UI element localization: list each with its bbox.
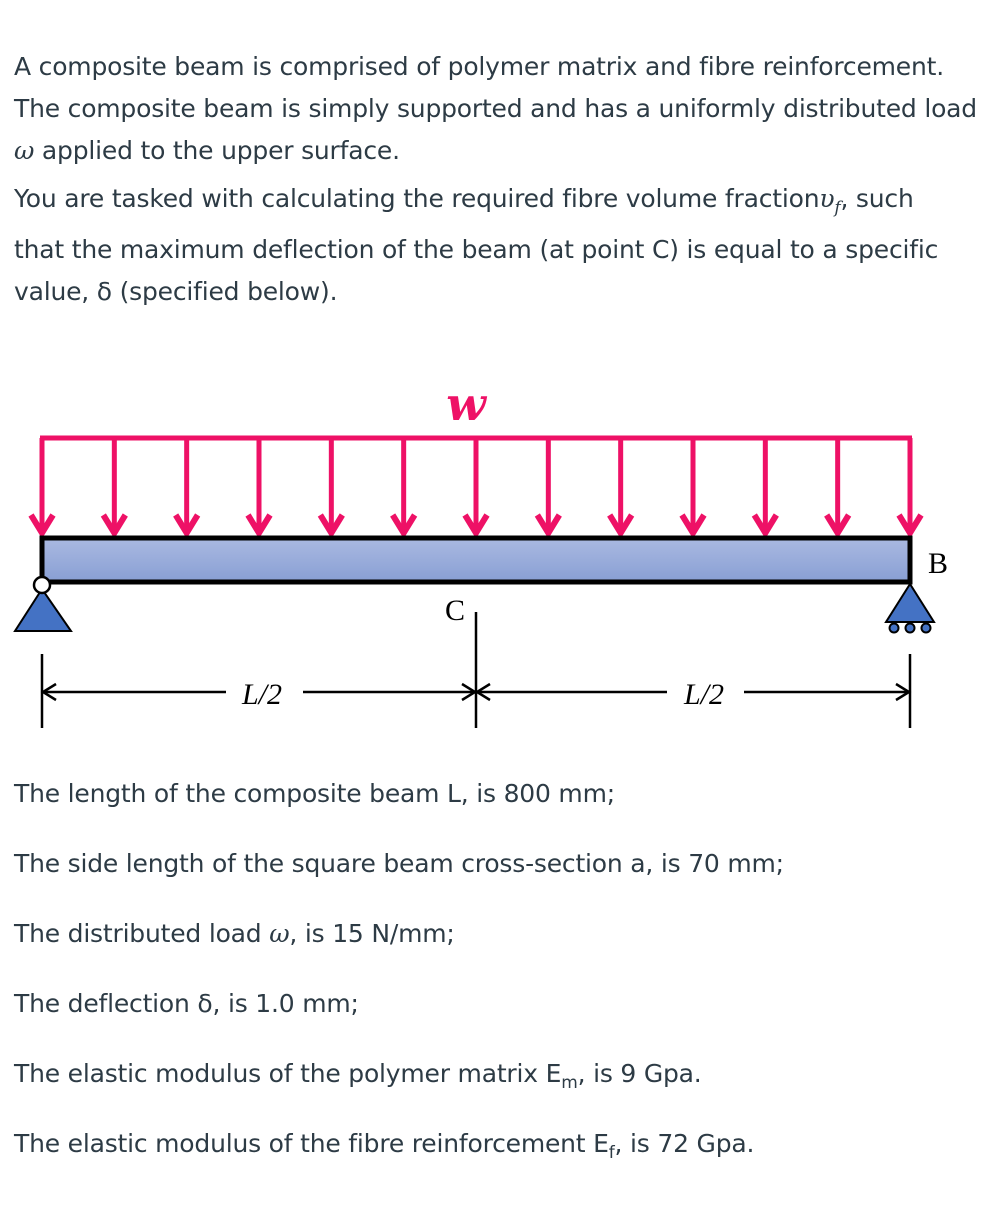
given-fibre-modulus: The elastic modulus of the fibre reinfor… <box>14 1129 755 1163</box>
dimension-lines <box>40 612 912 728</box>
given-deflection: The deflection δ, is 1.0 mm; <box>14 989 359 1018</box>
given-matrix-modulus: The elastic modulus of the polymer matri… <box>14 1059 702 1093</box>
point-c-label: C <box>445 594 465 627</box>
task-line-3: value, δ (specified below). <box>14 277 338 306</box>
task-line-2: that the maximum deflection of the beam … <box>14 235 939 264</box>
intro-line-2: The composite beam is simply supported a… <box>14 94 977 123</box>
given-length: The length of the composite beam L, is 8… <box>14 779 615 808</box>
point-b-label: B <box>928 547 948 580</box>
dim-right-label: L/2 <box>683 678 724 711</box>
omega-symbol: ω <box>269 919 290 948</box>
beam-diagram: w C B L/2 L/2 <box>13 377 948 728</box>
given-distributed-load: The distributed load ω, is 15 N/mm; <box>14 919 455 948</box>
roller-support-icon <box>884 582 936 634</box>
intro-line-3: ω applied to the upper surface. <box>14 136 400 165</box>
distributed-load <box>28 435 924 539</box>
omega-symbol: ω <box>14 136 35 165</box>
load-label-w: w <box>446 377 487 431</box>
intro-line-1: A composite beam is comprised of polymer… <box>14 52 944 81</box>
pin-support-icon <box>13 575 73 632</box>
vf-symbol: υf <box>819 184 841 218</box>
given-side-length: The side length of the square beam cross… <box>14 849 784 878</box>
dim-left-label: L/2 <box>241 678 282 711</box>
intro-paragraph-2: You are tasked with calculating the requ… <box>14 178 999 313</box>
intro-paragraph-1: A composite beam is comprised of polymer… <box>14 46 999 172</box>
task-line-1: You are tasked with calculating the requ… <box>14 184 914 218</box>
composite-beam <box>39 535 913 585</box>
